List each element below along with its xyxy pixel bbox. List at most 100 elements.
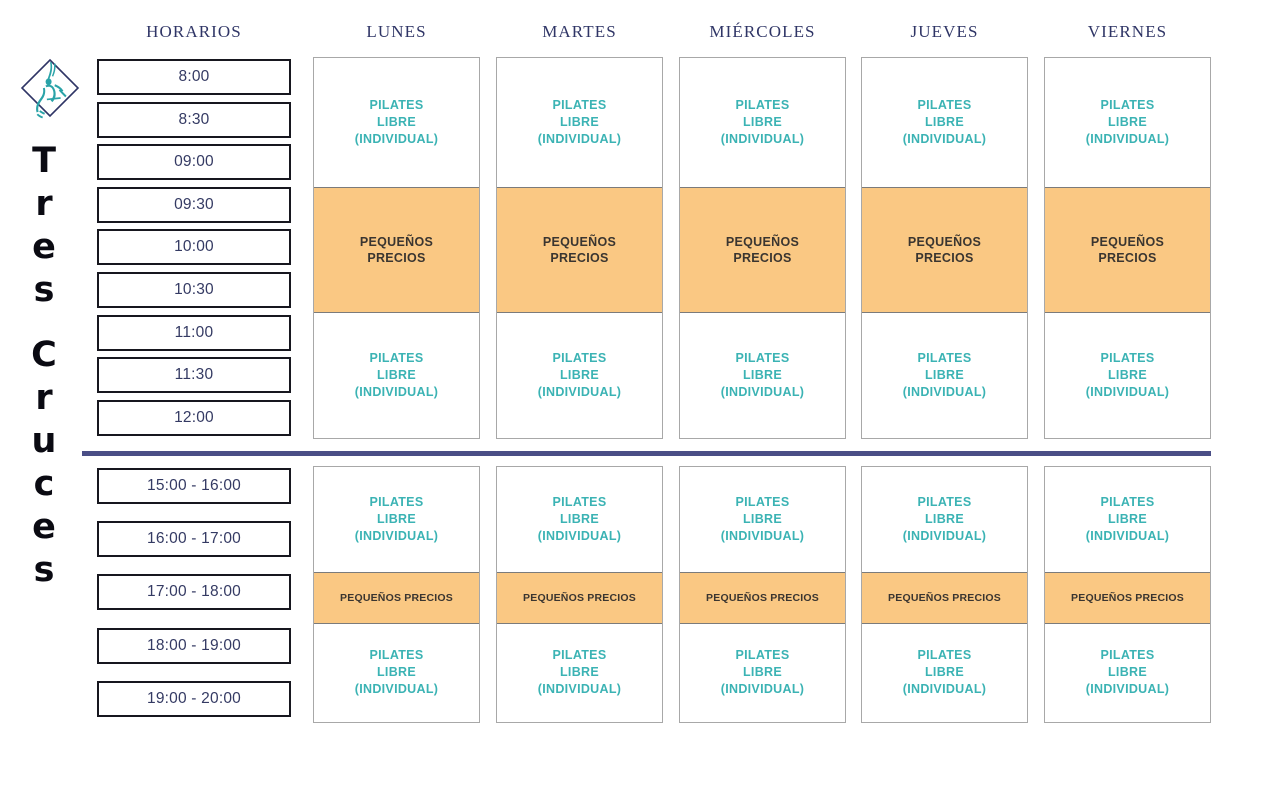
brand-name-letter: r	[35, 184, 53, 224]
class-block-label: PEQUEÑOS PRECIOS	[340, 591, 453, 604]
brand-name-letter: C	[31, 335, 57, 375]
brand-name-letter: s	[33, 550, 55, 590]
brand-name-letter: e	[32, 507, 56, 547]
afternoon-class-block-pequenos-precios[interactable]: PEQUEÑOS PRECIOS	[314, 572, 479, 624]
afternoon-class-block-pequenos-precios[interactable]: PEQUEÑOS PRECIOS	[680, 572, 845, 624]
section-divider	[82, 451, 1211, 456]
morning-time-slot[interactable]: 12:00	[97, 399, 291, 436]
schedule-column-header: HORARIOS	[146, 22, 242, 41]
brand-name-letter: e	[32, 227, 56, 267]
class-block-label: PEQUEÑOS PRECIOS	[1071, 591, 1184, 604]
afternoon-class-block-pequenos-precios[interactable]: PEQUEÑOS PRECIOS	[862, 572, 1027, 624]
aerial-pilates-diamond-logo-icon	[14, 54, 86, 130]
day-column-header-lunes: LUNES	[366, 22, 427, 41]
brand-name-letter: u	[31, 421, 57, 461]
afternoon-time-slot[interactable]: 16:00 - 17:00	[97, 521, 291, 558]
brand-name-letter: r	[35, 378, 53, 418]
morning-time-slot[interactable]: 09:30	[97, 186, 291, 223]
morning-time-slot[interactable]: 11:00	[97, 314, 291, 351]
afternoon-time-slot[interactable]: 19:00 - 20:00	[97, 680, 291, 717]
morning-time-slot[interactable]: 10:00	[97, 229, 291, 266]
morning-time-slot[interactable]: 11:30	[97, 357, 291, 394]
morning-time-slot[interactable]: 8:30	[97, 101, 291, 138]
afternoon-class-block-pequenos-precios[interactable]: PEQUEÑOS PRECIOS	[1045, 572, 1210, 624]
afternoon-time-slot[interactable]: 15:00 - 16:00	[97, 468, 291, 504]
afternoon-time-slot[interactable]: 18:00 - 19:00	[97, 627, 291, 664]
brand-name-letter: s	[33, 270, 55, 310]
class-block-label: PEQUEÑOS PRECIOS	[888, 591, 1001, 604]
morning-time-slot[interactable]: 10:30	[97, 272, 291, 308]
afternoon-time-slot[interactable]: 17:00 - 18:00	[97, 574, 291, 611]
class-block-label: PEQUEÑOS PRECIOS	[523, 591, 636, 604]
morning-time-slot[interactable]: 09:00	[97, 144, 291, 181]
day-column-header-martes: MARTES	[542, 22, 617, 41]
brand-name-letter: T	[32, 141, 56, 181]
morning-time-slot[interactable]: 8:00	[97, 59, 291, 95]
brand-name-letter: c	[33, 464, 55, 504]
afternoon-class-block-pequenos-precios[interactable]: PEQUEÑOS PRECIOS	[497, 572, 662, 624]
class-block-label: PEQUEÑOS PRECIOS	[706, 591, 819, 604]
